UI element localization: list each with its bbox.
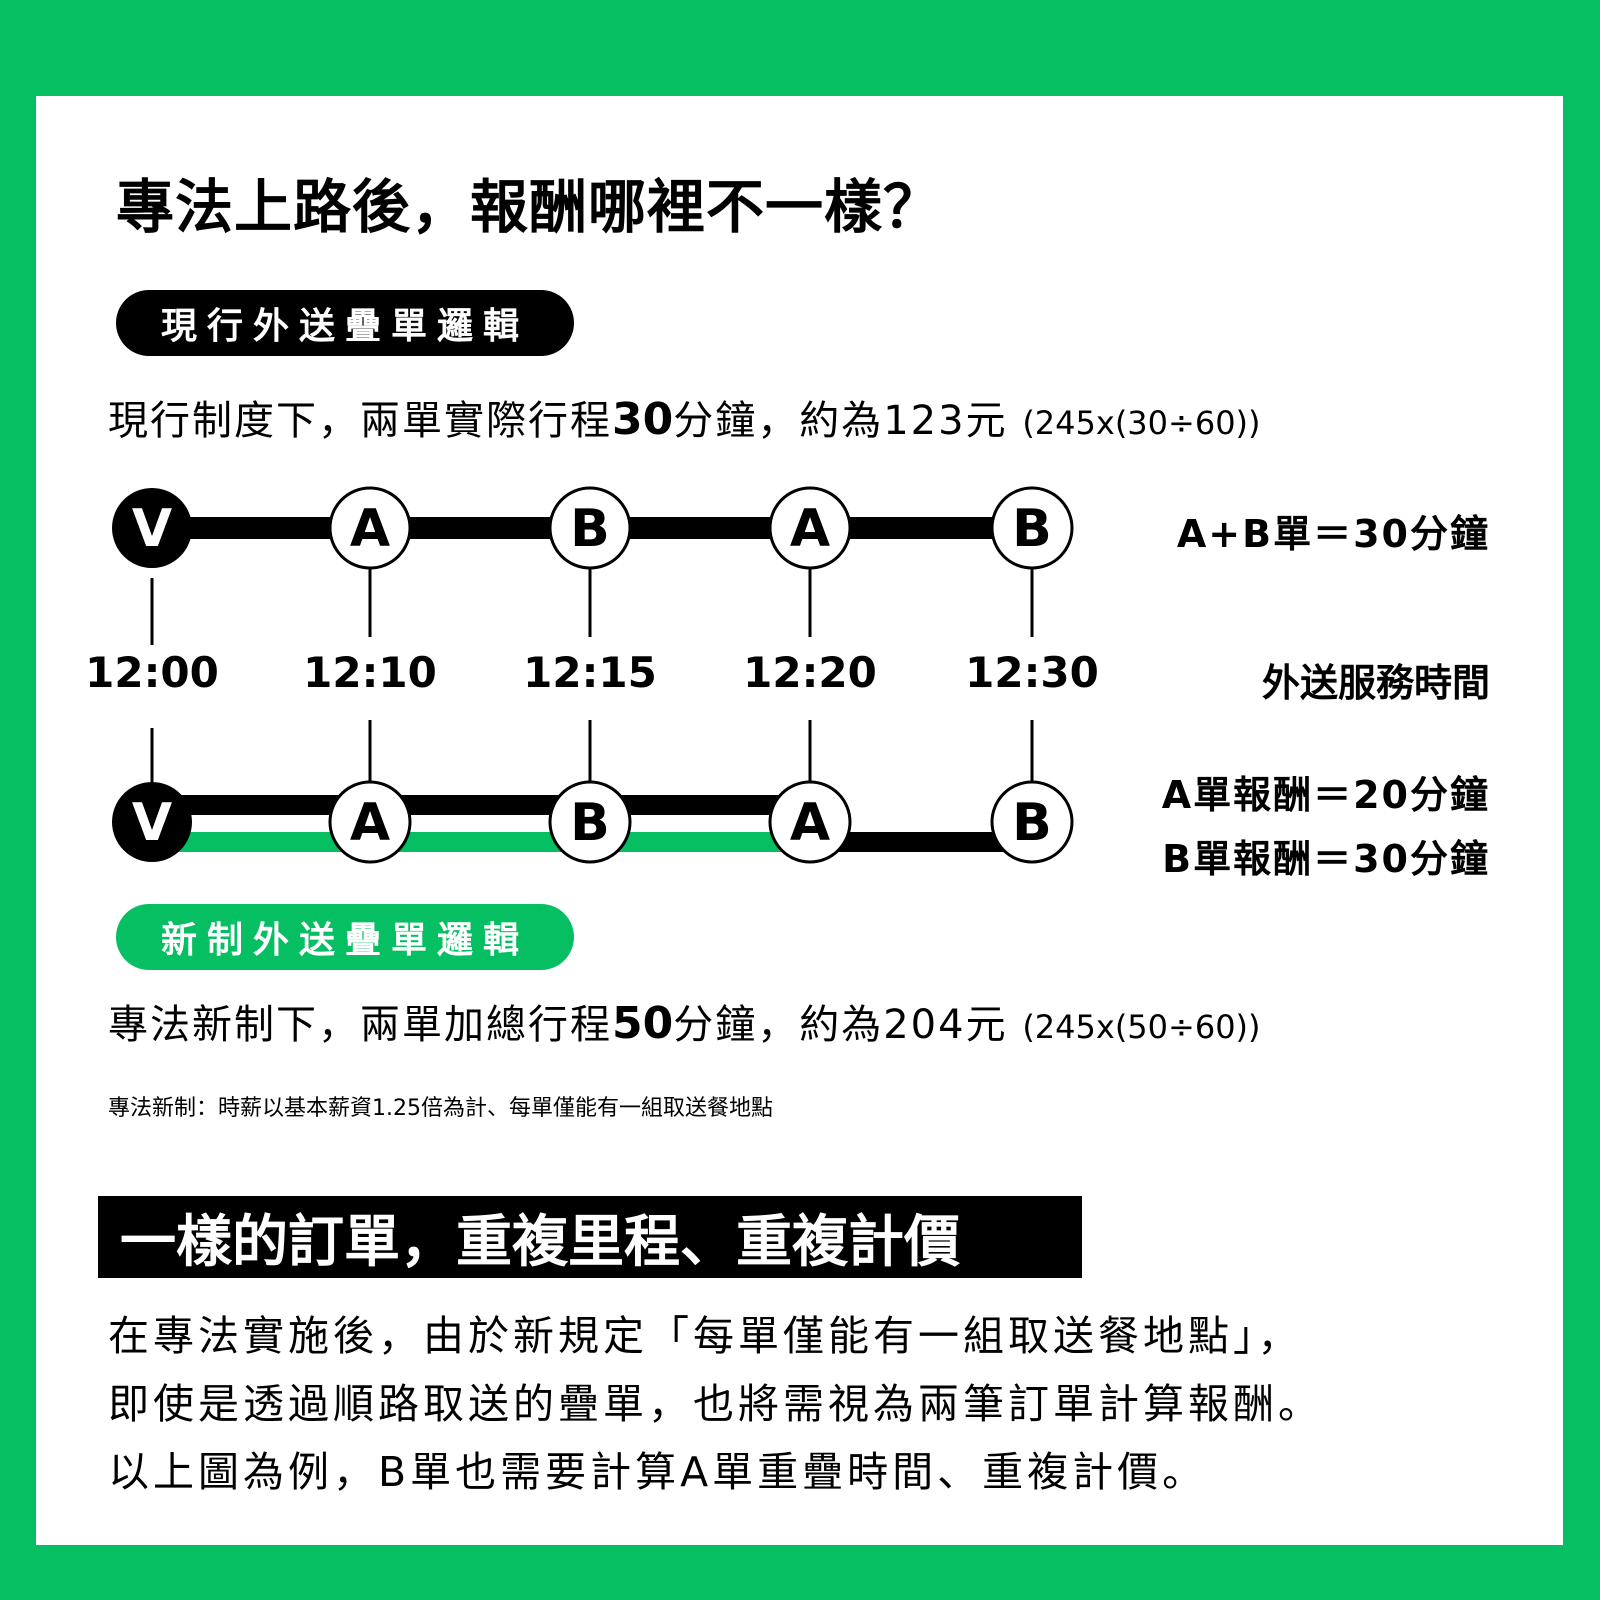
section-banner: 一樣的訂單，重複里程、重複計價 [98,1196,1082,1278]
new-summary-minutes: 50 [612,998,674,1049]
page-title: 專法上路後，報酬哪裡不一樣？ [116,173,943,241]
stop-v-label: V [132,499,172,559]
explanation-paragraph: 在專法實施後，由於新規定「每單僅能有一組取送餐地點」， 即使是透過順路取送的疊單… [108,1302,1323,1506]
new-summary-mid: 分鐘，約為204元 [673,1002,1008,1048]
svg-text:B: B [570,793,610,853]
order-a-track [152,795,810,815]
time-label: 12:20 [743,648,877,697]
time-axis-label: 外送服務時間 [1261,661,1490,705]
current-summary: 現行制度下，兩單實際行程30分鐘，約為123元 (245x(30÷60)) [108,388,1261,446]
svg-text:B: B [570,499,610,559]
svg-text:B: B [1012,793,1052,853]
new-summary-pre: 專法新制下，兩單加總行程 [108,1002,612,1048]
current-route-stops: V A B A B [112,486,1074,570]
current-summary-minutes: 30 [612,394,674,445]
paragraph-line: 以上圖為例，B單也需要計算A單重疊時間、重複計價。 [108,1448,1208,1496]
svg-text:A: A [790,499,830,559]
new-rule-note: 專法新制：時薪以基本薪資1.25倍為計、每單僅能有一組取送餐地點 [108,1096,773,1121]
svg-text:A: A [790,793,830,853]
current-logic-pill: 現行外送疊單邏輯 [116,290,574,356]
new-route-tracks [152,795,1032,852]
svg-text:V: V [132,793,172,853]
new-logic-pill: 新制外送疊單邏輯 [116,904,574,970]
bottom-ticks [150,720,1034,790]
new-route-stops: V A B A B [112,780,1074,864]
svg-text:A: A [350,499,390,559]
new-summary-formula: (245x(50÷60)) [1022,1008,1261,1046]
current-summary-formula: (245x(30÷60)) [1022,404,1261,442]
svg-text:A: A [350,793,390,853]
order-b-final-track [810,832,1032,852]
time-label: 12:15 [523,648,657,697]
top-ticks [150,568,1034,645]
new-order-a-pay-label: A單報酬＝20分鐘 [1161,773,1490,817]
svg-text:B: B [1012,499,1052,559]
time-label: 12:10 [303,648,437,697]
current-total-label: A+B單＝30分鐘 [1176,512,1490,556]
time-label: 12:30 [965,648,1099,697]
paragraph-line: 在專法實施後，由於新規定「每單僅能有一組取送餐地點」， [108,1312,1303,1360]
paragraph-line: 即使是透過順路取送的疊單，也將需視為兩筆訂單計算報酬。 [108,1380,1323,1428]
current-summary-pre: 現行制度下，兩單實際行程 [108,398,612,444]
time-label: 12:00 [85,648,219,697]
current-summary-mid: 分鐘，約為123元 [673,398,1008,444]
new-order-b-pay-label: B單報酬＝30分鐘 [1162,837,1490,881]
order-b-overlap-track [152,832,810,852]
new-summary: 專法新制下，兩單加總行程50分鐘，約為204元 (245x(50÷60)) [108,992,1261,1050]
